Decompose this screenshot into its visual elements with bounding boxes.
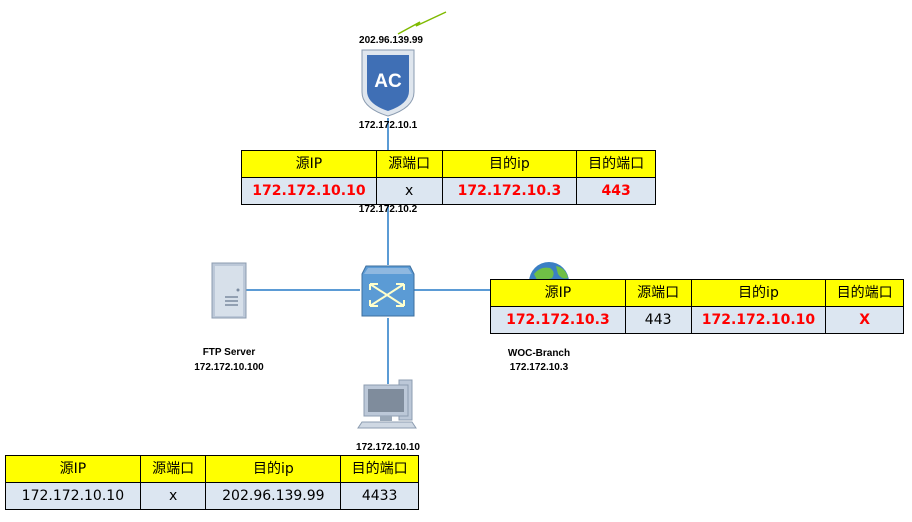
switch-icon [361, 265, 415, 317]
cell-dst-port: 4433 [340, 482, 419, 510]
table-header-row: 源IP 源端口 目的ip 目的端口 [5, 455, 419, 483]
header-src-port: 源端口 [139, 455, 207, 483]
cell-src-port: 443 [624, 306, 692, 334]
nat-table-right: 源IP 源端口 目的ip 目的端口 172.172.10.3 443 172.1… [490, 279, 904, 334]
internet-link-icon [397, 11, 447, 35]
ac-shield-icon: AC [361, 49, 415, 117]
pc-icon [357, 379, 417, 429]
header-dst-ip: 目的ip [441, 150, 578, 178]
header-dst-ip: 目的ip [690, 279, 827, 307]
switch-ip-label: 172.172.10.2 [358, 204, 418, 215]
header-dst-ip: 目的ip [205, 455, 342, 483]
cell-dst-ip: 172.172.10.10 [690, 306, 827, 334]
cell-dst-ip: 172.172.10.3 [441, 177, 578, 205]
ftp-server-icon [211, 262, 247, 319]
ac-public-ip-label: 202.96.139.99 [359, 35, 423, 46]
header-src-ip: 源IP [241, 150, 377, 178]
nat-table-bottom: 源IP 源端口 目的ip 目的端口 172.172.10.10 x 202.96… [5, 455, 419, 510]
pc-ip-label: 172.172.10.10 [356, 442, 420, 453]
table-header-row: 源IP 源端口 目的ip 目的端口 [490, 279, 904, 307]
header-src-ip: 源IP [5, 455, 141, 483]
ftp-server-name: FTP Server [202, 347, 256, 358]
cell-src-port: x [139, 482, 207, 510]
cell-dst-port: X [825, 306, 904, 334]
table-row: 172.172.10.10 x 202.96.139.99 4433 [5, 482, 419, 510]
header-dst-port: 目的端口 [576, 150, 656, 178]
ac-icon-text: AC [374, 71, 402, 92]
table-row: 172.172.10.10 x 172.172.10.3 443 [241, 177, 656, 205]
table-header-row: 源IP 源端口 目的ip 目的端口 [241, 150, 656, 178]
woc-name: WOC-Branch [507, 348, 571, 359]
ac-internal-ip-label: 172.172.10.1 [358, 120, 418, 131]
cell-src-ip: 172.172.10.3 [490, 306, 626, 334]
ftp-server-ip: 172.172.10.100 [194, 362, 264, 373]
cell-src-ip: 172.172.10.10 [5, 482, 141, 510]
cell-src-ip: 172.172.10.10 [241, 177, 377, 205]
header-dst-port: 目的端口 [340, 455, 419, 483]
woc-ip: 172.172.10.3 [509, 362, 569, 373]
header-src-ip: 源IP [490, 279, 626, 307]
table-row: 172.172.10.3 443 172.172.10.10 X [490, 306, 904, 334]
header-src-port: 源端口 [624, 279, 692, 307]
cell-dst-ip: 202.96.139.99 [205, 482, 342, 510]
header-dst-port: 目的端口 [825, 279, 904, 307]
cell-dst-port: 443 [576, 177, 656, 205]
nat-table-top: 源IP 源端口 目的ip 目的端口 172.172.10.10 x 172.17… [241, 150, 656, 205]
cell-src-port: x [375, 177, 443, 205]
header-src-port: 源端口 [375, 150, 443, 178]
